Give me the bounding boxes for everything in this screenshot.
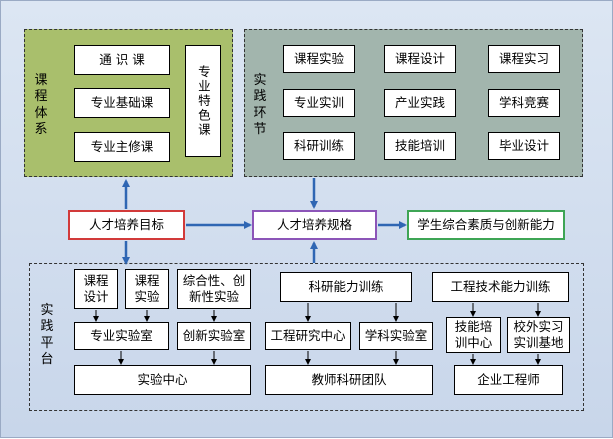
practice-item: 技能培训 [384, 132, 456, 160]
practice-item: 学科竞赛 [488, 89, 560, 117]
comprehensive-experiment-box: 综合性、创 新性实验 [177, 269, 251, 309]
student-ability: 学生综合素质与创新能力 [407, 210, 565, 240]
practice-label: 实践环节 [253, 73, 267, 137]
practice-item: 课程设计 [384, 45, 456, 73]
platform-panel [29, 263, 584, 411]
practice-item: 毕业设计 [488, 132, 560, 160]
eng-training-box: 工程技术能力训练 [432, 272, 569, 302]
talent-spec: 人才培养规格 [252, 210, 377, 240]
subject-lab-box: 学科实验室 [359, 322, 433, 350]
platform-label: 实践平台 [40, 303, 54, 367]
innovation-lab-box: 创新实验室 [177, 322, 251, 350]
skill-center-box: 技能培 训中心 [446, 317, 501, 353]
eng-research-center-box: 工程研究中心 [265, 322, 351, 350]
major-basic-course: 专业基础课 [74, 88, 170, 118]
practice-item: 产业实践 [384, 89, 456, 117]
course-design-box: 课程 设计 [74, 269, 118, 309]
offcampus-base-box: 校外实习 实训基地 [507, 317, 570, 353]
major-main-course: 专业主修课 [74, 132, 170, 162]
practice-item: 专业实训 [283, 89, 355, 117]
course-experiment-box: 课程 实验 [125, 269, 169, 309]
experiment-center-box: 实验中心 [74, 365, 251, 395]
special-course: 专业特色课 [185, 45, 221, 157]
research-training-box: 科研能力训练 [280, 272, 412, 302]
enterprise-engineer-box: 企业工程师 [454, 365, 563, 395]
teacher-team-box: 教师科研团队 [265, 365, 433, 395]
talent-goal: 人才培养目标 [68, 210, 185, 240]
practice-item: 科研训练 [283, 132, 355, 160]
practice-item: 课程实验 [283, 45, 355, 73]
general-course: 通 识 课 [74, 45, 170, 75]
curriculum-label: 课程体系 [34, 73, 48, 137]
major-lab-box: 专业实验室 [74, 322, 169, 350]
practice-item: 课程实习 [488, 45, 560, 73]
